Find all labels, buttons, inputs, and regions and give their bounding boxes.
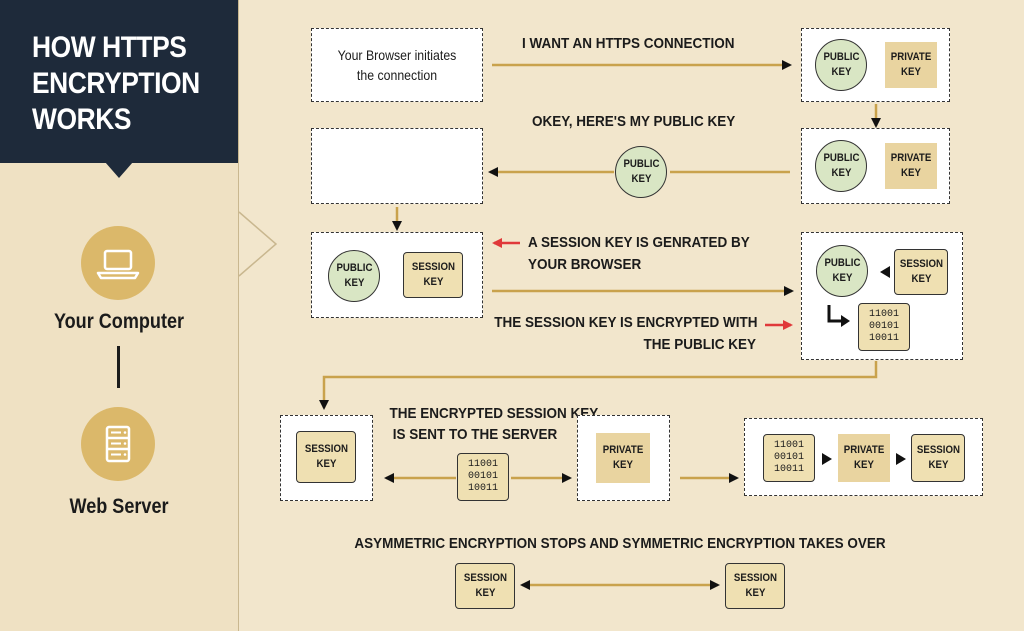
computer-circle [81,226,155,300]
web-server-label: Web Server [69,495,169,518]
encrypted-with-label-1: THE SESSION KEY IS ENCRYPTED WITH [494,314,758,331]
session-generated-label-1: A SESSION KEY IS GENRATED BY [528,234,750,251]
want-https-label: I WANT AN HTTPS CONNECTION [522,35,735,52]
encrypted-with-label-2: THE PUBLIC KEY [643,336,756,353]
session-generated-label-2: YOUR BROWSER [528,256,642,273]
arrow-left-icon [880,266,890,278]
bent-arrow-icon [827,305,850,327]
encrypted-binary-block: 11001 00101 10011 [763,434,815,482]
sidebar-connector [117,346,120,388]
sent-to-server-label-1: THE ENCRYPTED SESSION KEY [389,405,599,422]
laptop-icon [96,249,140,280]
title-line-1: HOW HTTPS [32,31,187,64]
page-title: HOW HTTPS ENCRYPTION WORKS [32,30,208,138]
encrypted-binary-block: 11001 00101 10011 [858,303,910,351]
encrypted-binary-in-transit: 11001 00101 10011 [457,453,509,501]
sidebar-chevron [238,211,278,277]
title-banner: HOW HTTPS ENCRYPTION WORKS [0,0,238,163]
arrow-right-icon [896,453,906,465]
server-icon [105,425,131,463]
asymmetric-stops-label: ASYMMETRIC ENCRYPTION STOPS AND SYMMETRI… [354,535,886,552]
server-circle [81,407,155,481]
title-line-3: WORKS [32,103,131,136]
heres-public-key-label: OKEY, HERE'S MY PUBLIC KEY [532,113,736,130]
arrow-right-icon [822,453,832,465]
browser-empty-box [311,128,483,204]
browser-initiates-box: Your Browser initiates the connection [311,28,483,102]
arrow-elbow [319,361,878,410]
title-line-2: ENCRYPTION [32,67,200,100]
browser-initiates-text: Your Browser initiates the connection [337,47,457,83]
sidebar-divider [238,0,239,631]
sent-to-server-label-2: IS SENT TO THE SERVER [392,426,558,443]
title-notch [105,162,133,178]
your-computer-label: Your Computer [53,310,185,333]
